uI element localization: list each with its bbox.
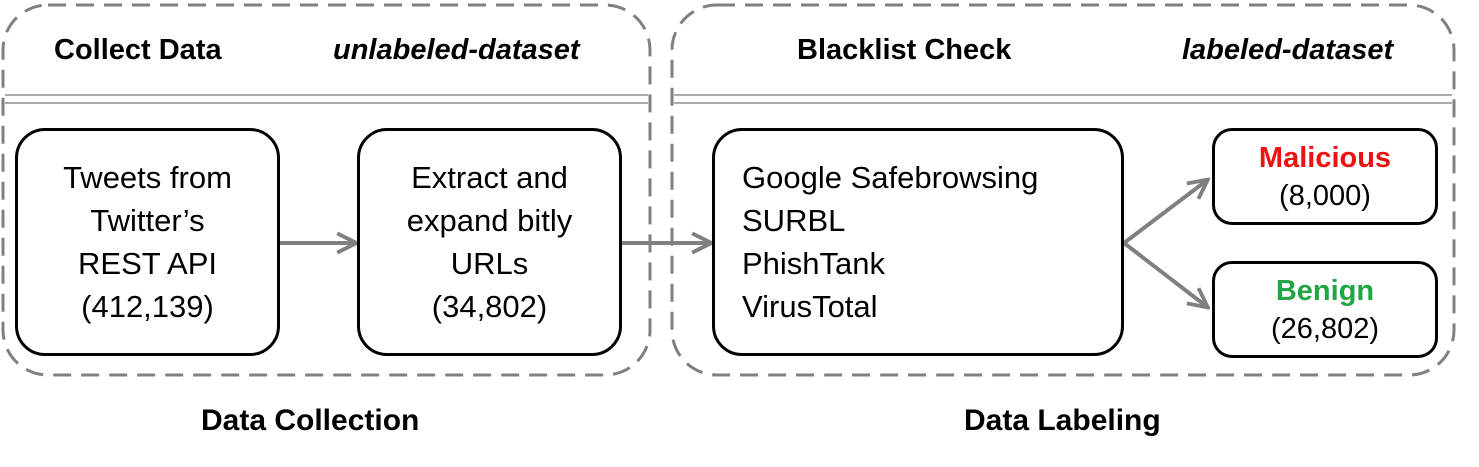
benign-label: Benign — [1275, 274, 1375, 307]
tweets-box-count: (412,139) — [81, 289, 214, 324]
extract-box-count: (34,802) — [431, 289, 548, 324]
arrow-blacklist-to-malicious — [1122, 181, 1206, 245]
data-labeling-container — [670, 3, 1456, 377]
blacklist-item: Google Safebrowsing — [742, 160, 1039, 195]
extract-box-line: URLs — [450, 246, 529, 281]
tweets-box-line: REST API — [78, 246, 217, 281]
extract-box-line: Extract and — [411, 160, 568, 195]
collection-header-separator — [5, 94, 648, 104]
tweets-source-box: Tweets from Twitter’s REST API (412,139) — [15, 128, 280, 356]
blacklist-item: VirusTotal — [742, 289, 878, 324]
malicious-label: Malicious — [1258, 141, 1392, 174]
benign-count: (26,802) — [1270, 312, 1379, 345]
blacklist-item: PhishTank — [742, 246, 886, 281]
malicious-output-box: Malicious (8,000) — [1212, 128, 1438, 225]
tweets-box-line: Tweets from — [63, 160, 232, 195]
malicious-count: (8,000) — [1279, 179, 1371, 212]
labeling-header-separator — [674, 94, 1452, 104]
arrow-blacklist-to-benign — [1122, 241, 1206, 306]
labeled-dataset-header: labeled-dataset — [1182, 34, 1394, 66]
blacklist-item: SURBL — [742, 203, 846, 238]
tweets-box-line: Twitter’s — [90, 203, 205, 238]
collect-data-header: Collect Data — [54, 34, 222, 66]
unlabeled-dataset-header: unlabeled-dataset — [333, 34, 580, 66]
blacklist-services-box: Google Safebrowsing SURBL PhishTank Viru… — [712, 128, 1124, 356]
extract-box-line: expand bitly — [406, 203, 573, 238]
extract-urls-box: Extract and expand bitly URLs (34,802) — [357, 128, 622, 356]
data-labeling-caption: Data Labeling — [964, 404, 1161, 437]
data-collection-container — [1, 3, 652, 377]
blacklist-check-header: Blacklist Check — [797, 34, 1012, 66]
benign-output-box: Benign (26,802) — [1212, 261, 1438, 358]
data-collection-caption: Data Collection — [201, 404, 420, 437]
